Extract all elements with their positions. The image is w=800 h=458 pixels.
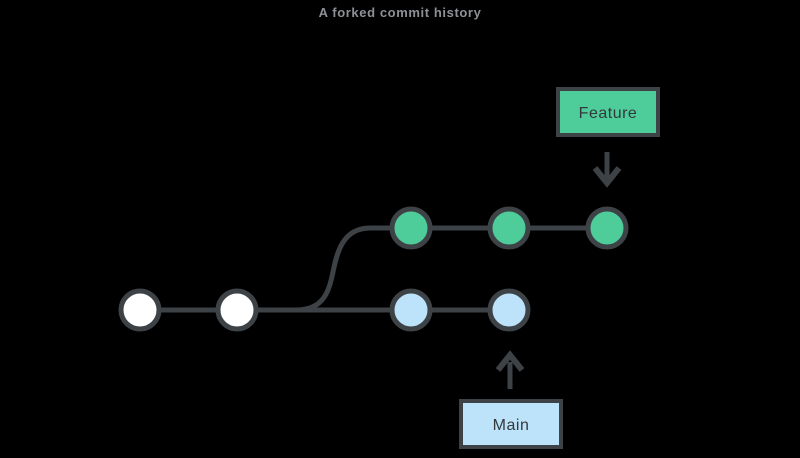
main-label: Main <box>493 417 530 434</box>
feature-commit-2 <box>487 206 531 250</box>
trunk-commit-2 <box>215 288 259 332</box>
trunk-commit-1 <box>118 288 162 332</box>
diagram-title: A forked commit history <box>318 5 482 20</box>
feature-label: Feature <box>579 105 638 122</box>
main-commit-1 <box>389 288 433 332</box>
arrow-down-icon <box>592 152 622 188</box>
main-label-box <box>459 399 563 449</box>
arrow-up-icon <box>495 350 525 389</box>
feature-branch-line <box>237 225 607 313</box>
feature-label-box <box>556 87 660 137</box>
feature-commit-1 <box>389 206 433 250</box>
feature-commit-3 <box>585 206 629 250</box>
main-commit-2 <box>487 288 531 332</box>
